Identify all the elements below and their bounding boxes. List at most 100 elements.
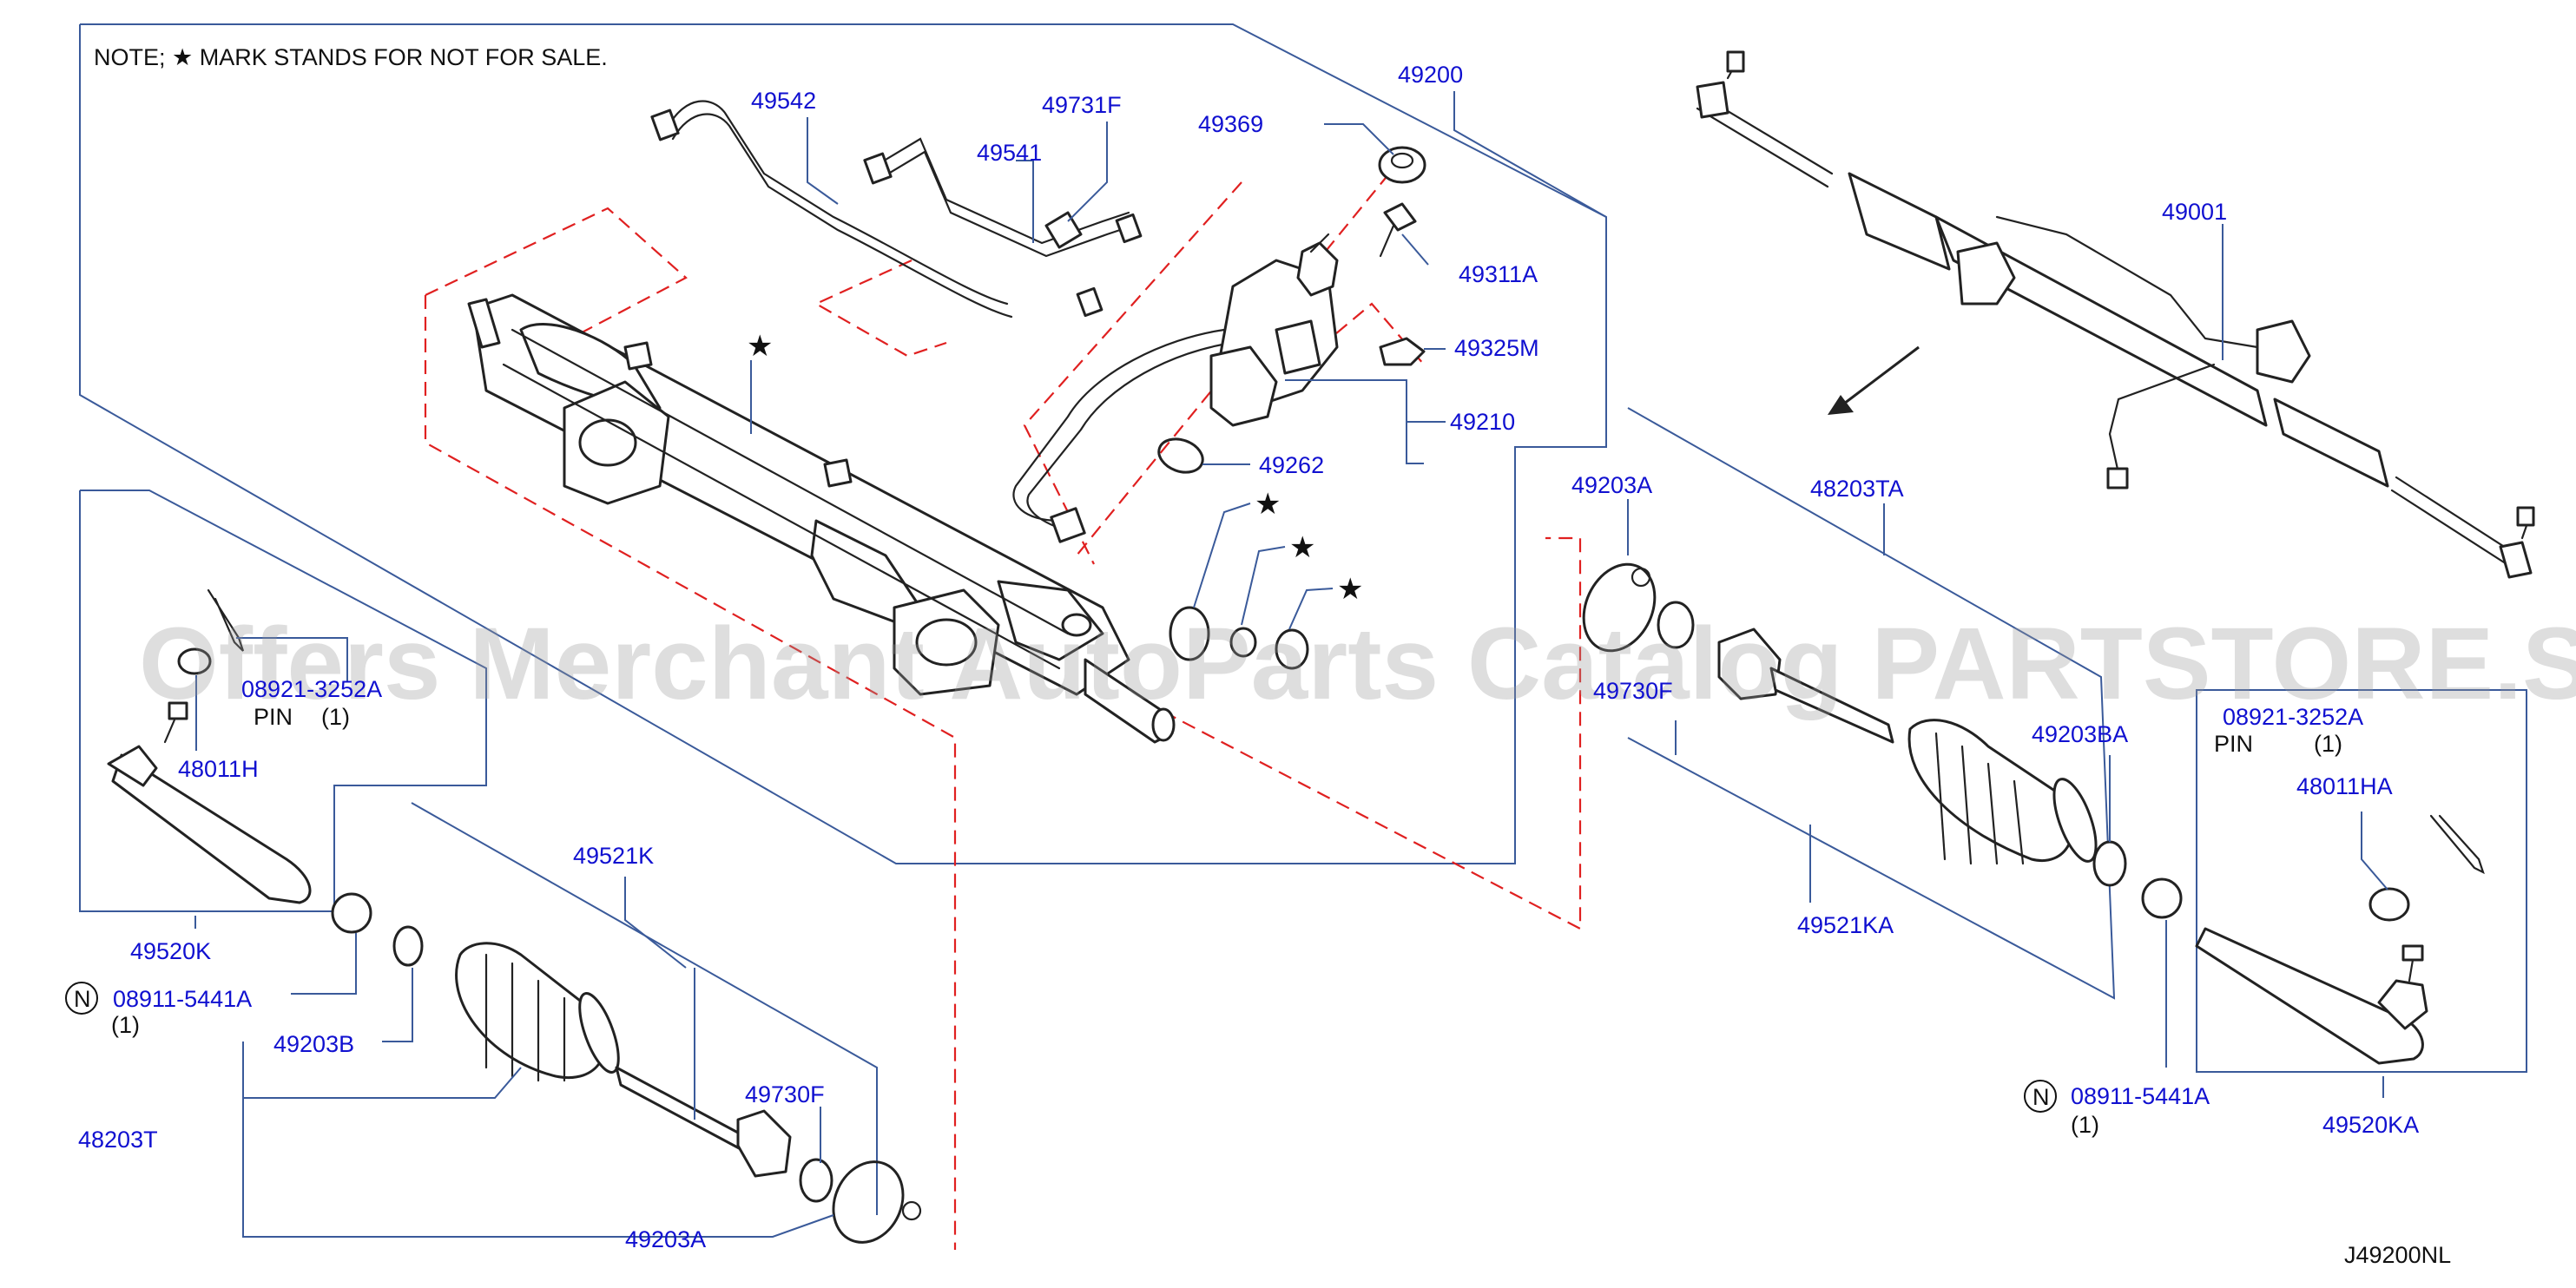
svg-text:N: N: [74, 986, 91, 1012]
label-08911-left: 08911-5441A: [113, 986, 252, 1012]
leader-48203T: [242, 1102, 834, 1238]
label-49001: 49001: [2162, 199, 2227, 225]
label-49369: 49369: [1198, 111, 1263, 137]
pressure-pipe-49542: [650, 100, 1013, 319]
clip-49731F: [1044, 211, 1083, 249]
plug: [1275, 628, 1309, 670]
label-49325M: 49325M: [1454, 335, 1539, 361]
leader-48203T-boot: [243, 1067, 522, 1099]
phantom-line-6: [1163, 536, 1582, 930]
tie-rod-end-49520K: [107, 701, 312, 904]
tie-rod-end-49520KA: [2195, 927, 2428, 1065]
cotter-pin-right: [2429, 814, 2485, 875]
phantom-line-1: [425, 207, 688, 365]
qty-08921-left: (1): [321, 704, 350, 730]
n-symbol-right: N: [2024, 1080, 2057, 1113]
inner-tie-rod-left: [615, 1066, 792, 1178]
left-inner-kit-frame: [411, 802, 878, 1215]
label-49210: 49210: [1450, 409, 1515, 435]
label-49262: 49262: [1259, 452, 1324, 478]
n-symbol-left: N: [65, 982, 98, 1015]
nut-48011H: [177, 647, 212, 675]
diagram-code: J49200NL: [2344, 1242, 2451, 1268]
leader-49203B: [382, 968, 413, 1042]
o-ring-49262: [1157, 437, 1204, 474]
leader-49311A: [1401, 233, 1429, 266]
steering-gear-assembly-49001: [1696, 50, 2535, 579]
phantom-line-5: [424, 295, 957, 1250]
not-for-sale-star-housing: ★: [747, 330, 773, 363]
label-49520KA: 49520KA: [2322, 1112, 2419, 1138]
label-08911-right: 08911-5441A: [2071, 1083, 2210, 1109]
svg-text:N: N: [2032, 1084, 2050, 1110]
label-49542: 49542: [751, 88, 816, 114]
clamp-left: [392, 925, 424, 967]
label-08921-left: 08921-3252A: [241, 676, 382, 702]
label-49731F: 49731F: [1042, 92, 1122, 118]
leader-49731F: [1067, 122, 1108, 222]
boot-band-49203A-left: [832, 1160, 922, 1244]
label-08921-right: 08921-3252A: [2223, 704, 2363, 730]
not-for-sale-star-1: ★: [1255, 488, 1281, 521]
nut-08911-5441A-left: [331, 892, 372, 934]
pin-label-left: PIN: [254, 704, 293, 730]
control-valve-49210: [1209, 233, 1339, 427]
label-49730F-right: 49730F: [1593, 678, 1673, 704]
leader-49210: [1285, 379, 1446, 464]
pressure-pipe-49541: [863, 137, 1143, 318]
left-tie-rod-end-frame: [79, 490, 487, 912]
bleeder-49325M: [1379, 337, 1426, 366]
label-48011H: 48011H: [178, 756, 259, 782]
return-hose-49262-assembly: [1012, 328, 1235, 543]
seal-1: [1169, 606, 1210, 661]
pin-label-right: PIN: [2214, 731, 2253, 757]
boot-band-49203A-right: [1582, 562, 1657, 653]
leader-49542: [807, 117, 839, 205]
not-for-sale-star-3: ★: [1337, 573, 1363, 606]
label-49203B: 49203B: [273, 1031, 354, 1057]
label-49311A: 49311A: [1459, 261, 1538, 287]
qty-08911-left: (1): [111, 1012, 140, 1038]
label-49541: 49541: [977, 140, 1042, 166]
cap-49369: [1378, 146, 1426, 184]
cotter-pin-left: [207, 588, 245, 652]
star-leader-1: [1193, 503, 1251, 608]
right-inner-kit-frame: [1627, 407, 2116, 1000]
qty-08921-right: (1): [2314, 731, 2342, 757]
leader-49200: [1453, 91, 1607, 218]
bolt-49311A: [1379, 202, 1417, 258]
leader-48011HA: [2361, 812, 2388, 890]
front-direction-arrow: [1828, 345, 1920, 415]
label-49521KA: 49521KA: [1797, 912, 1894, 938]
nut-48011HA: [2368, 887, 2410, 922]
label-49203BA: 49203BA: [2032, 721, 2128, 747]
inner-tie-rod-right: [1717, 628, 1894, 744]
watermark: Offers Merchant AutoParts Catalog PARTST…: [139, 607, 2576, 721]
clamp-right: [2092, 840, 2127, 887]
spring: [1229, 627, 1257, 658]
bushing-49730F-left: [799, 1158, 833, 1203]
label-49203A-right: 49203A: [1571, 472, 1652, 498]
main-assembly-frame: [79, 23, 1607, 864]
label-48203TA: 48203TA: [1810, 476, 1904, 502]
not-for-sale-star-2: ★: [1289, 531, 1315, 564]
label-49520K: 49520K: [130, 938, 211, 964]
boot-49203BA-right: [1907, 719, 2098, 865]
label-49521K: 49521K: [573, 843, 654, 869]
right-tie-rod-end-frame: [2196, 689, 2527, 1073]
phantom-line-3: [1023, 181, 1242, 565]
leader-49369: [1324, 123, 1394, 155]
leader-49541: [1016, 160, 1034, 243]
bushing-49730F-right: [1657, 601, 1695, 649]
nut-08911-5441A-right: [2141, 877, 2183, 919]
qty-08911-right: (1): [2071, 1112, 2099, 1138]
label-48203T: 48203T: [78, 1127, 158, 1153]
phantom-line-2: [814, 259, 947, 358]
star-leader-3: [1288, 588, 1334, 630]
steering-rack-housing: [467, 293, 1176, 744]
leader-49521K: [624, 877, 687, 969]
label-49203A-left: 49203A: [625, 1226, 706, 1252]
leader-08911-left: [291, 933, 357, 995]
note-text: NOTE; ★ MARK STANDS FOR NOT FOR SALE.: [94, 44, 608, 70]
